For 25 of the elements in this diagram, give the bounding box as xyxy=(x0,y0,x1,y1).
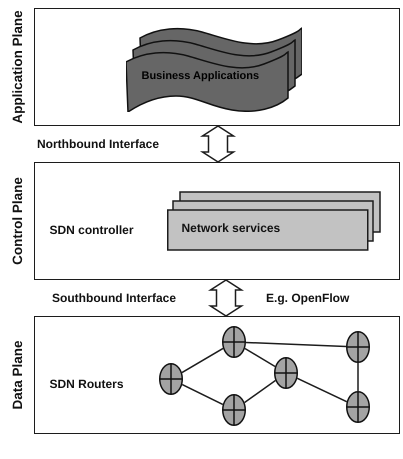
component-label: SDN Routers xyxy=(50,376,124,392)
component-label: SDN controller xyxy=(50,222,134,238)
router-symbol xyxy=(346,390,370,422)
block-arrow xyxy=(200,125,236,163)
plane-heading: Data Plane xyxy=(9,340,26,410)
router-symbol xyxy=(222,394,246,426)
router-symbol xyxy=(274,356,298,388)
connector-line xyxy=(182,348,224,374)
wavy-document-stack xyxy=(126,26,302,112)
connector-line xyxy=(246,342,346,348)
stack-title: Network services xyxy=(182,220,280,236)
connector-line xyxy=(244,380,276,404)
connector-line xyxy=(296,378,348,402)
router-symbol xyxy=(346,330,370,362)
connector-line xyxy=(244,348,276,368)
plane-heading: Application Plane xyxy=(9,10,26,124)
protocol-note: E.g. OpenFlow xyxy=(266,290,350,306)
stack-title: Business Applications xyxy=(142,68,260,82)
router-symbol xyxy=(222,326,246,358)
block-arrow xyxy=(208,279,244,317)
stacked-service-boxes xyxy=(166,190,382,250)
connector-line xyxy=(182,384,224,406)
plane-heading: Control Plane xyxy=(9,177,26,265)
connector-line xyxy=(357,363,359,391)
router-symbol xyxy=(158,362,182,394)
